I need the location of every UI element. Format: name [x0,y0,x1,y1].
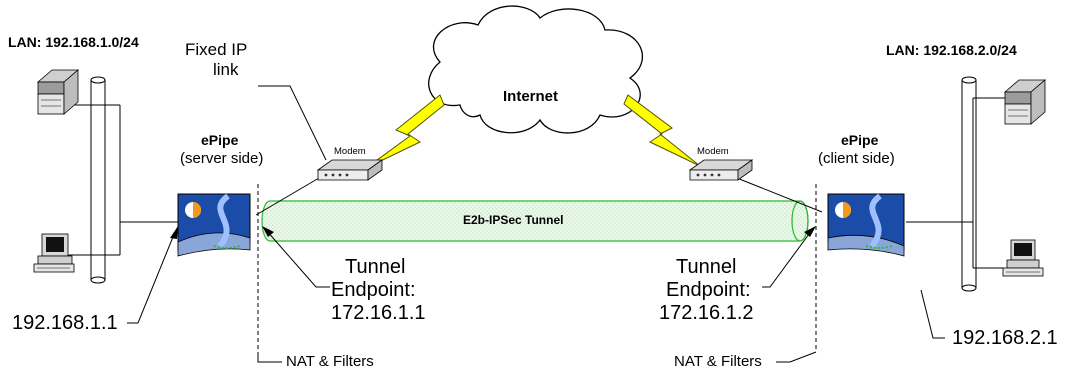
epipe-client-side: (client side) [818,150,895,167]
printer-right-icon [1003,79,1047,125]
endpoint-right-line2: Endpoint: [666,279,751,301]
modem-left-label: Modem [334,146,366,157]
epipe-client-device-icon [827,193,905,257]
tunnel-label: E2b-IPSec Tunnel [463,213,564,227]
fixed-ip-link-line2: link [213,60,239,79]
epipe-server-side: (server side) [180,150,264,167]
nat-filters-left-label: NAT & Filters [286,353,374,370]
lan-backbone-left [68,76,178,284]
lightning-right-icon [623,94,701,167]
endpoint-left-line1: Tunnel [345,256,406,278]
endpoint-right-arrow [762,226,816,288]
endpoint-right-line3: 172.16.1.2 [659,302,754,324]
epipe-client-name: ePipe [841,132,879,148]
computer-right-icon [1002,239,1044,277]
modem-right-icon [688,159,754,181]
lan-backbone-right [906,76,1005,292]
fixed-ip-link-line1: Fixed IP [185,40,248,59]
modem-right-label: Modem [697,146,729,157]
ip-left-label: 192.168.1.1 [12,312,118,334]
endpoint-left-line2: Endpoint: [331,279,416,301]
internet-cloud [428,5,644,134]
printer-left-icon [36,69,80,115]
endpoint-right-line1: Tunnel [676,256,737,278]
modem-left-icon [316,159,384,181]
endpoint-left-line3: 172.16.1.1 [331,302,426,324]
lightning-left-icon [365,94,445,169]
nat-filters-right-label: NAT & Filters [674,353,762,370]
lan-left-label: LAN: 192.168.1.0/24 [8,34,139,50]
epipe-server-name: ePipe [201,132,239,148]
ip-left-arrow [127,226,178,324]
internet-label: Internet [503,88,559,105]
endpoint-left-arrow [262,226,330,288]
epipe-server-device-icon [177,193,251,257]
computer-left-icon [33,233,75,273]
lan-right-label: LAN: 192.168.2.0/24 [886,42,1017,58]
ip-right-label: 192.168.2.1 [952,327,1058,349]
